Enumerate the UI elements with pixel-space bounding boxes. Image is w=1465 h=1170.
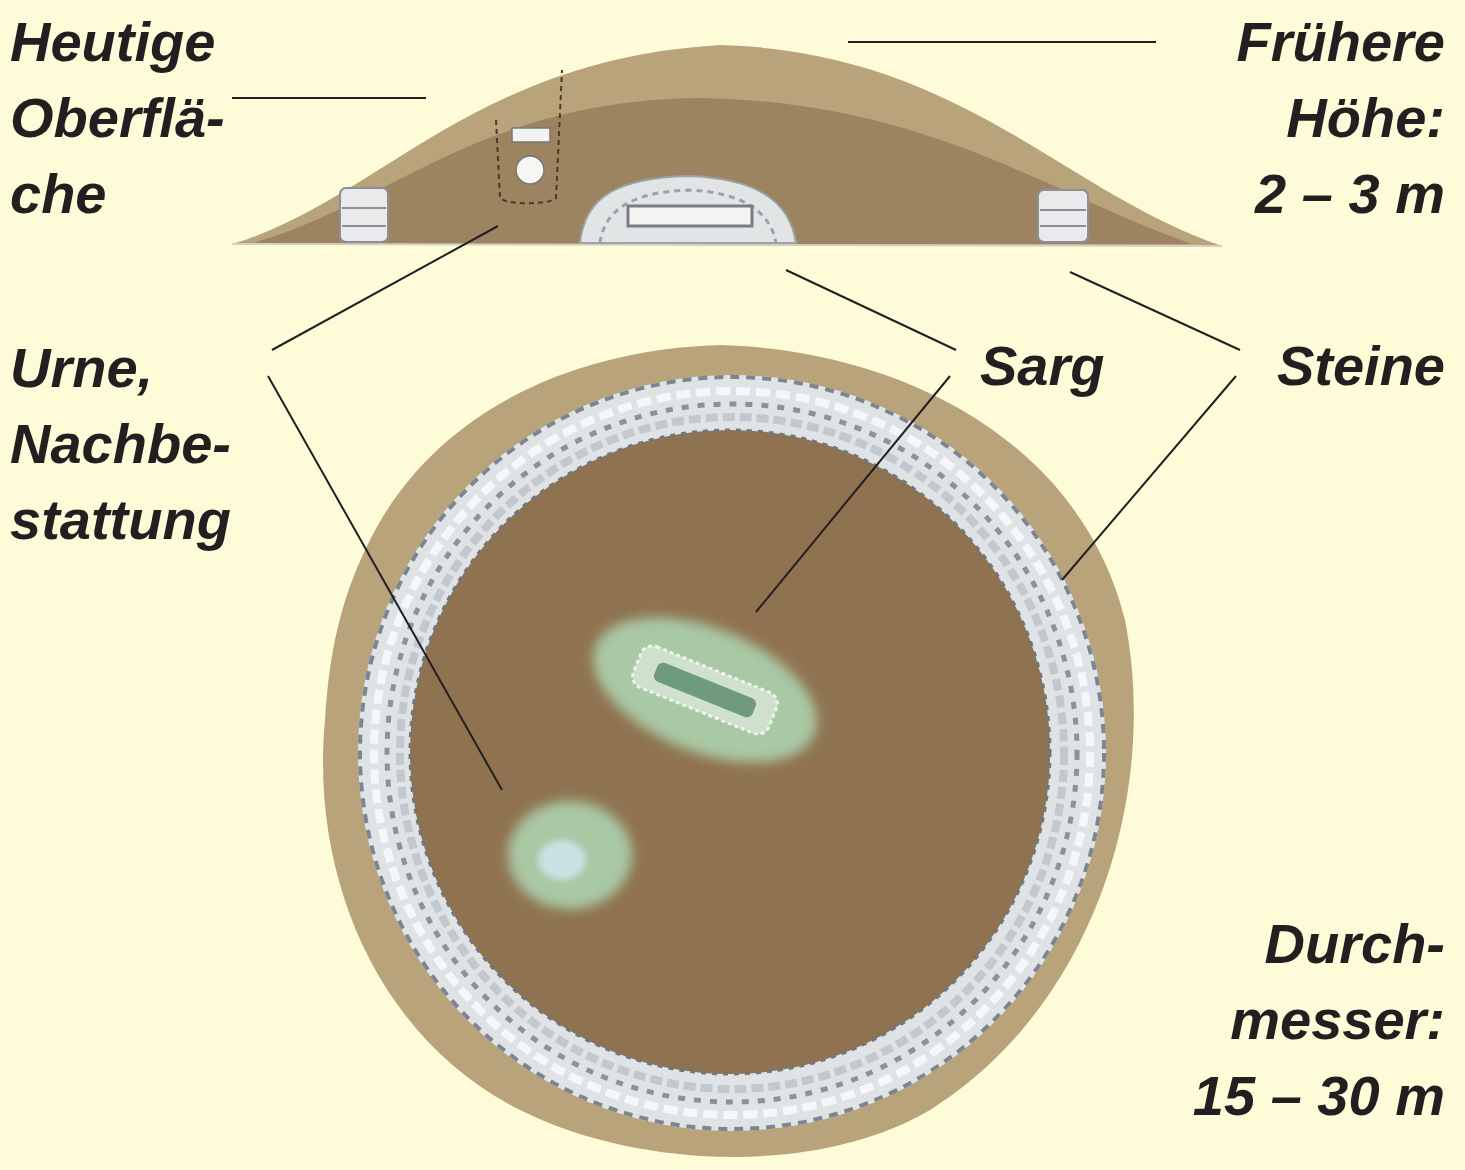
- surface-label: Heutige Oberflä- che: [10, 4, 225, 232]
- urn-label: Urne, Nachbe- stattung: [10, 330, 231, 558]
- label-line: Sarg: [980, 328, 1105, 404]
- label-line: Urne,: [10, 330, 231, 406]
- label-line: Oberflä-: [10, 80, 225, 156]
- mound-section: [232, 45, 1222, 246]
- diameter-label: Durch- messer: 15 – 30 m: [1193, 906, 1445, 1134]
- label-line: Durch-: [1193, 906, 1445, 982]
- label-line: 2 – 3 m: [1237, 156, 1446, 232]
- label-line: Frühere: [1237, 4, 1446, 80]
- mound-plan: [323, 345, 1134, 1157]
- coffin-label: Sarg: [980, 328, 1105, 404]
- label-line: Heutige: [10, 4, 225, 80]
- label-line: messer:: [1193, 982, 1445, 1058]
- stones-label: Steine: [1277, 328, 1445, 404]
- label-line: 15 – 30 m: [1193, 1058, 1445, 1134]
- leader-lines: [232, 42, 1240, 790]
- label-line: stattung: [10, 482, 231, 558]
- label-line: Höhe:: [1237, 80, 1446, 156]
- height-label: Frühere Höhe: 2 – 3 m: [1237, 4, 1446, 232]
- label-line: Nachbe-: [10, 406, 231, 482]
- label-line: che: [10, 156, 225, 232]
- label-line: Steine: [1277, 328, 1445, 404]
